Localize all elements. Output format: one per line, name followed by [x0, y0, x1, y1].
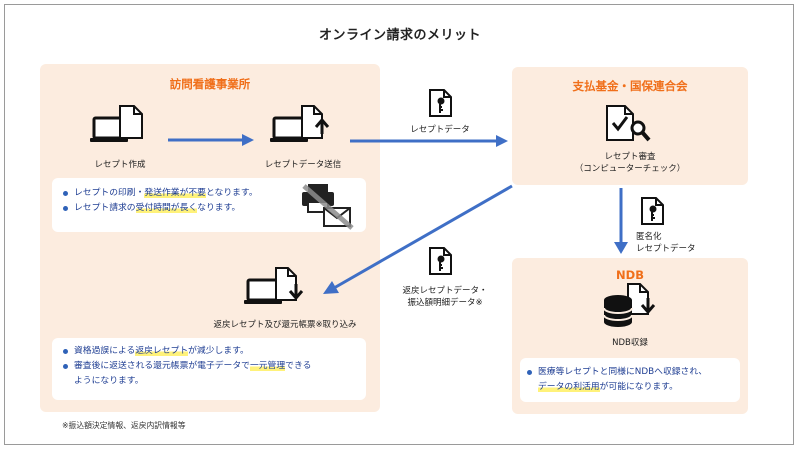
- ndb-record-label: NDB収録: [612, 338, 648, 348]
- ndb-panel-title: NDB: [616, 268, 644, 282]
- benefit-item: 医療等レセプトと同様にNDBへ収録され、: [526, 365, 707, 380]
- footnote: ※振込額決定情報、返戻内訳情報等: [62, 421, 186, 430]
- arrow-create-to-send: [168, 134, 254, 146]
- database-download-icon: [603, 283, 656, 327]
- benefit-item: 資格過誤による返戻レセプトが減少します。: [62, 344, 311, 359]
- anon-label-1: 匿名化: [636, 232, 662, 242]
- benefit-item-continuation: データの利活用が可能になります。: [538, 382, 678, 392]
- receipt-data-label: レセプトデータ: [410, 125, 470, 135]
- receipt-send-label: レセプトデータ送信: [264, 160, 342, 170]
- page-title: オンライン請求のメリット: [318, 28, 481, 43]
- return-import-label: 返戻レセプト及び還元帳票※取り込み: [213, 320, 357, 330]
- document-key-icon: [641, 197, 664, 225]
- benefit-item-continuation: ようになります。: [74, 376, 144, 386]
- benefit-list-ndb: 医療等レセプトと同様にNDBへ収録され、 データの利活用が可能になります。: [526, 365, 707, 395]
- anon-label-2: レセプトデータ: [636, 244, 696, 254]
- document-key-icon: [429, 247, 452, 275]
- left-panel-title: 訪問看護事業所: [169, 77, 251, 91]
- benefit-box-ndb: [520, 358, 740, 402]
- right-panel-title: 支払基金・国保連合会: [572, 79, 688, 93]
- receipt-create-label: レセプト作成: [94, 160, 146, 170]
- return-data-label-1: 返戻レセプトデータ・: [402, 286, 488, 296]
- printer-mail-crossed-icon: [302, 184, 354, 230]
- arrow-send-to-fund: [350, 135, 508, 147]
- return-data-label-2: 振込額明細データ※: [407, 298, 483, 308]
- document-key-icon: [429, 89, 452, 117]
- laptop-download-icon: [244, 267, 304, 304]
- benefit-list-1: レセプトの印刷・発送作業が不要となります。 レセプト請求の受付時間が長くなります…: [62, 186, 258, 216]
- benefit-list-2: 資格過誤による返戻レセプトが減少します。 審査後に返送される還元帳票が電子データ…: [62, 344, 311, 389]
- laptop-document-icon: [90, 105, 143, 142]
- check-label-2: （コンピューターチェック）: [574, 164, 686, 174]
- benefit-box-2: [52, 338, 366, 400]
- check-label-1: レセプト審査: [604, 152, 656, 162]
- benefit-item: レセプトの印刷・発送作業が不要となります。: [62, 186, 258, 201]
- benefit-item: 審査後に返送される還元帳票が電子データで一元管理できる: [62, 359, 311, 374]
- laptop-upload-icon: [270, 105, 330, 142]
- document-check-search-icon: [606, 105, 651, 142]
- arrow-fund-to-ndb: [614, 188, 628, 254]
- benefit-item: レセプト請求の受付時間が長くなります。: [62, 201, 258, 216]
